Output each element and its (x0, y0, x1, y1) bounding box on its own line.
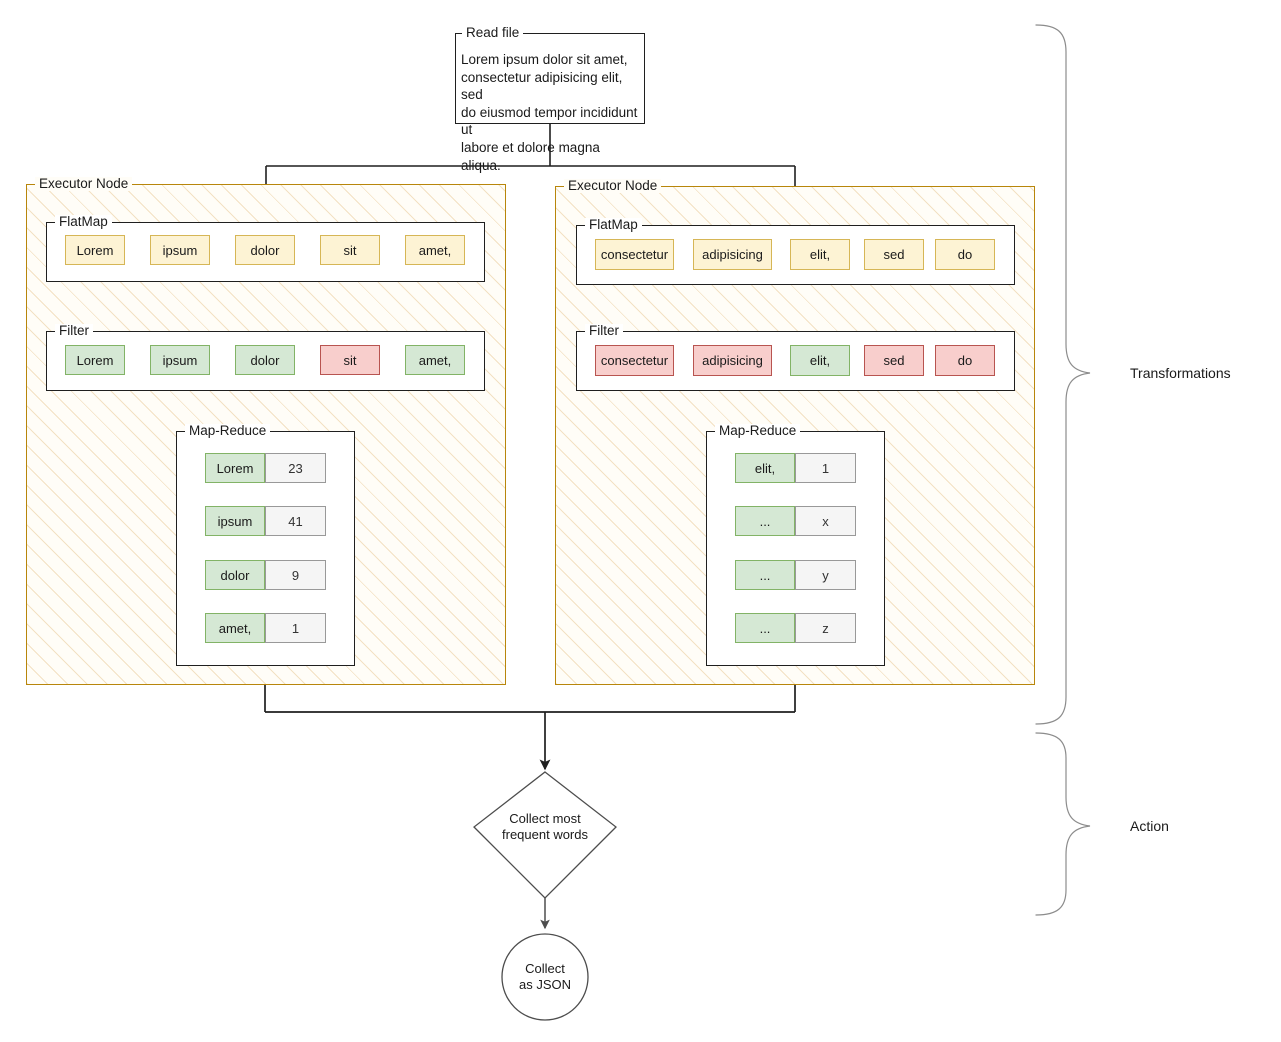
mapreduce-right-value-4: z (795, 613, 856, 643)
read-file-text-line-1: Lorem ipsum dolor sit amet, (461, 52, 628, 67)
terminal-circle (501, 933, 589, 1021)
flatmap-right-chip-2: adipisicing (693, 239, 772, 270)
flatmap-right-chip-3: elit, (790, 239, 850, 270)
chip-label: dolor (250, 352, 280, 368)
read-file-label: Read file (462, 26, 524, 40)
chip-label: amet, (418, 242, 452, 258)
flatmap-left-chip-4: sit (320, 235, 380, 265)
chip-label: elit, (809, 353, 831, 368)
action-brace (1035, 732, 1091, 916)
flatmap-right-label: FlatMap (585, 218, 642, 232)
filter-left-chip-5: amet, (405, 345, 465, 375)
flatmap-right-chip-5: do (935, 239, 995, 270)
filter-left-chip-2: ipsum (150, 345, 210, 375)
mapreduce-left-key-4: amet, (205, 613, 265, 643)
chip-label: elit, (809, 247, 831, 262)
mapreduce-right-pair-1: elit, 1 (735, 453, 856, 483)
decision-label: Collect most frequent words (470, 805, 620, 849)
mapreduce-right-pair-2: ... x (735, 506, 856, 536)
read-file-text-line-2: consectetur adipisicing elit, sed (461, 69, 623, 103)
chip-label: ipsum (162, 242, 198, 258)
flatmap-left-chip-1: Lorem (65, 235, 125, 265)
mapreduce-right-key-1: elit, (735, 453, 795, 483)
chip-label: amet, (418, 352, 452, 368)
mapreduce-left-key-3: dolor (205, 560, 265, 590)
mapreduce-right-value-3: y (795, 560, 856, 590)
filter-right-chip-5: do (935, 345, 995, 376)
terminal-label-line-1: Collect (525, 961, 565, 976)
mapreduce-left-pair-1: Lorem 23 (205, 453, 326, 483)
mapreduce-left-value-1: 23 (265, 453, 326, 483)
decision-diamond (473, 771, 617, 899)
mapreduce-right-value-1: 1 (795, 453, 856, 483)
chip-label: Lorem (76, 352, 114, 368)
filter-right-label: Filter (585, 324, 623, 338)
terminal-label: Collect as JSON (495, 955, 595, 999)
mapreduce-right-pair-4: ... z (735, 613, 856, 643)
mapreduce-left-pair-2: ipsum 41 (205, 506, 326, 536)
flatmap-left-chip-3: dolor (235, 235, 295, 265)
filter-left-chip-3: dolor (235, 345, 295, 375)
mapreduce-left-pair-3: dolor 9 (205, 560, 326, 590)
filter-left-chip-1: Lorem (65, 345, 125, 375)
chip-label: sit (343, 352, 357, 368)
flatmap-left-chip-5: amet, (405, 235, 465, 265)
flatmap-right-chip-1: consectetur (595, 239, 674, 270)
mapreduce-right-value-2: x (795, 506, 856, 536)
chip-label: dolor (250, 242, 280, 258)
filter-right-chip-2: adipisicing (693, 345, 772, 376)
chip-label: Lorem (76, 242, 114, 258)
flatmap-left-label: FlatMap (55, 215, 112, 229)
read-file-text-line-4: labore et dolore magna aliqua. (461, 139, 600, 173)
read-file-text: Lorem ipsum dolor sit amet, consectetur … (461, 51, 641, 174)
filter-right-chip-1: consectetur (595, 345, 674, 376)
mapreduce-left-label: Map-Reduce (185, 424, 271, 438)
chip-label: consectetur (600, 247, 669, 262)
mapreduce-right-key-3: ... (735, 560, 795, 590)
mapreduce-right-key-2: ... (735, 506, 795, 536)
mapreduce-right-label: Map-Reduce (715, 424, 801, 438)
mapreduce-left-value-3: 9 (265, 560, 326, 590)
mapreduce-left-key-2: ipsum (205, 506, 265, 536)
mapreduce-right-key-4: ... (735, 613, 795, 643)
mapreduce-left-value-2: 41 (265, 506, 326, 536)
chip-label: sed (883, 353, 905, 368)
transformations-brace (1035, 24, 1091, 725)
chip-label: do (957, 353, 973, 368)
read-file-box: Read file (455, 26, 645, 124)
annotation-action: Action (1130, 818, 1169, 834)
flatmap-left-chip-2: ipsum (150, 235, 210, 265)
chip-label: adipisicing (702, 247, 763, 262)
chip-label: do (957, 247, 973, 262)
chip-label: sit (343, 242, 357, 258)
chip-label: sed (883, 247, 905, 262)
filter-left-label: Filter (55, 324, 93, 338)
mapreduce-left-pair-4: amet, 1 (205, 613, 326, 643)
terminal-label-line-2: as JSON (518, 977, 571, 992)
filter-left-chip-4: sit (320, 345, 380, 375)
decision-label-line-1: Collect most (509, 811, 581, 826)
mapreduce-left-value-4: 1 (265, 613, 326, 643)
annotation-transformations: Transformations (1130, 365, 1231, 381)
read-file-text-line-3: do eiusmod tempor incididunt ut (461, 104, 638, 138)
chip-label: consectetur (600, 353, 669, 368)
flatmap-right-chip-4: sed (864, 239, 924, 270)
chip-label: ipsum (162, 352, 198, 368)
chip-label: adipisicing (702, 353, 763, 368)
executor-node-left-label: Executor Node (35, 177, 133, 191)
filter-right-chip-3: elit, (790, 345, 850, 376)
mapreduce-left-key-1: Lorem (205, 453, 265, 483)
decision-label-line-2: frequent words (502, 827, 588, 842)
executor-node-right-label: Executor Node (564, 179, 662, 193)
filter-right-chip-4: sed (864, 345, 924, 376)
mapreduce-right-pair-3: ... y (735, 560, 856, 590)
